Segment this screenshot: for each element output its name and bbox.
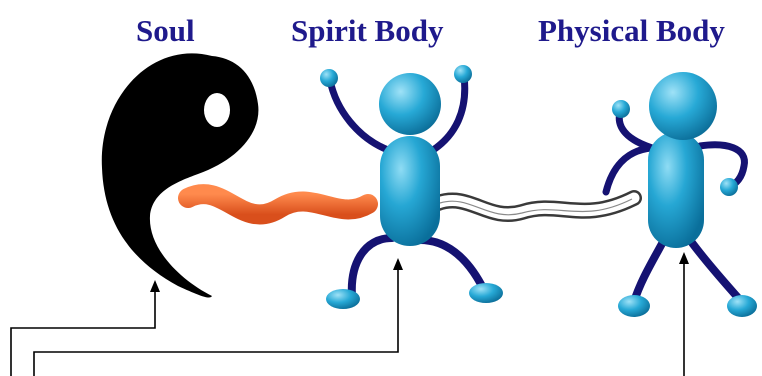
physical-left-arm-lower [606,148,652,192]
spirit-cord [188,194,368,214]
connector-lines [11,260,684,376]
physical-left-hand [612,100,630,118]
jumping-stick-figure-icon [320,65,503,309]
physical-right-leg [690,240,740,300]
spirit-left-leg [352,238,392,296]
physical-right-arm [700,145,744,186]
yin-yang-half-icon [102,53,259,297]
silver-cord [438,198,634,215]
physical-head [649,72,717,140]
soul-label: Soul [136,13,195,48]
connector-arrowheads [150,252,689,292]
physical-arrowhead [679,252,689,264]
spirit-right-hand [454,65,472,83]
physical-left-foot [618,295,650,317]
spirit-body-label: Spirit Body [291,13,444,48]
soul-shape [102,53,259,297]
spirit-torso [380,136,440,246]
physical-body-label: Physical Body [538,13,725,48]
physical-right-foot [727,295,757,317]
spirit-arrowhead [393,258,403,270]
soul-eye [204,93,230,127]
soul-arrowhead [150,280,160,292]
physical-torso [648,132,704,248]
spirit-right-leg [420,240,484,290]
physical-left-leg [634,240,664,302]
spirit-head [379,73,441,135]
spirit-left-hand [320,69,338,87]
soul-connector [11,288,155,376]
spirit-left-foot [326,289,360,309]
spirit-connector [34,266,398,376]
spirit-left-arm [330,80,388,150]
physical-right-hand [720,178,738,196]
spirit-right-foot [469,283,503,303]
